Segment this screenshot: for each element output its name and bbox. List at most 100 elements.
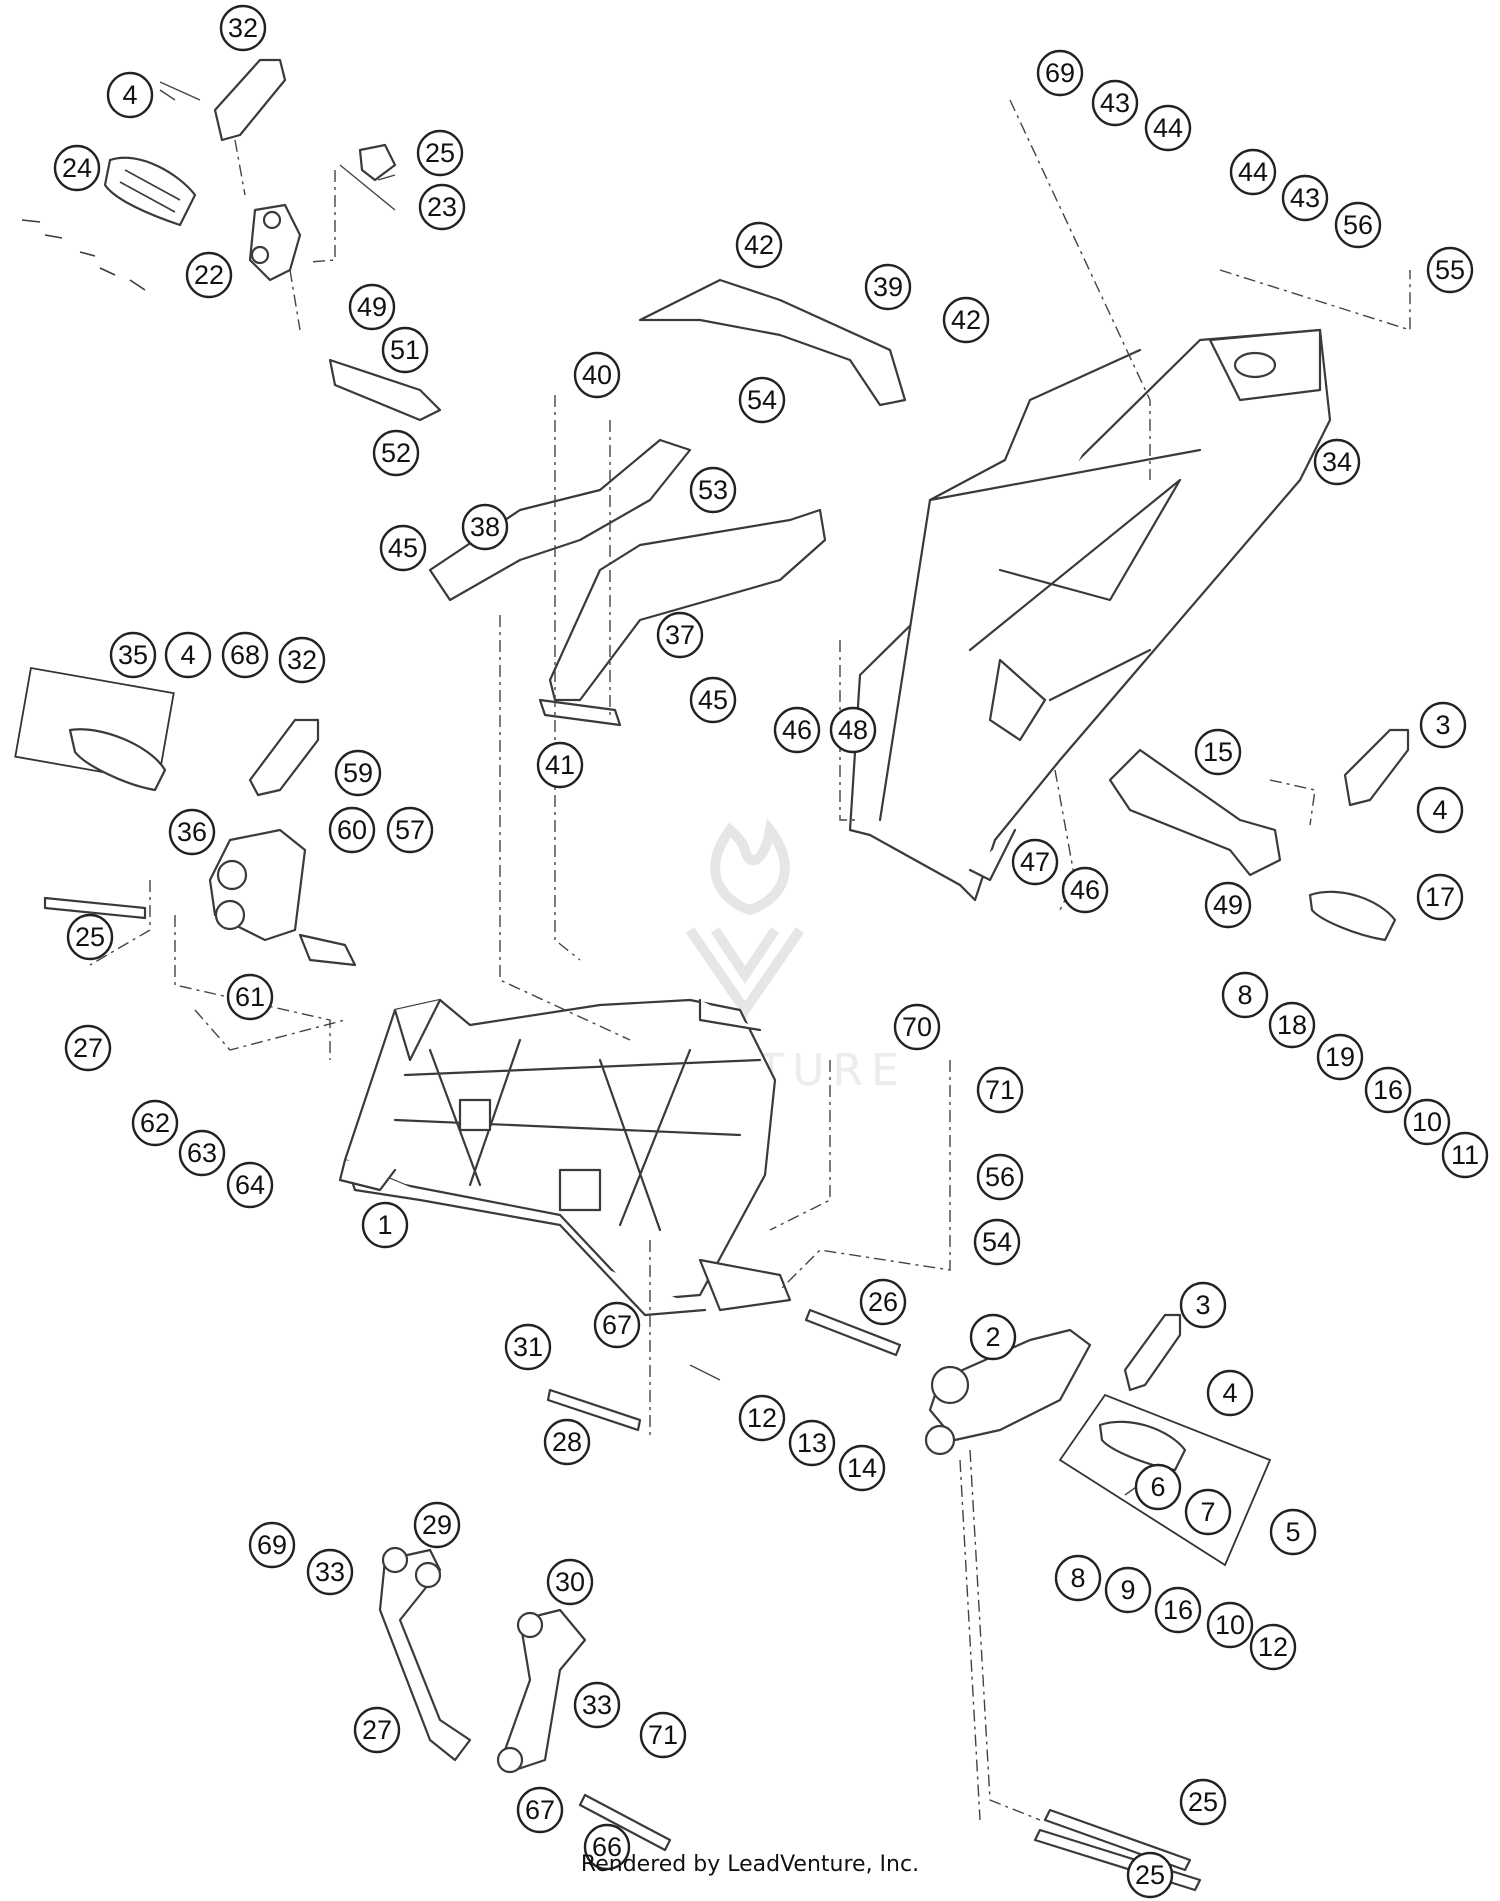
callout: 61	[226, 973, 274, 1021]
callout: 35	[109, 631, 157, 679]
svg-text:43: 43	[1100, 88, 1130, 118]
svg-text:64: 64	[235, 1170, 265, 1200]
callout: 64	[226, 1161, 274, 1209]
callout: 34	[1313, 438, 1361, 486]
svg-text:51: 51	[390, 335, 420, 365]
svg-text:49: 49	[357, 292, 387, 322]
svg-text:46: 46	[1070, 875, 1100, 905]
callout: 52	[372, 429, 420, 477]
svg-text:1: 1	[377, 1210, 392, 1240]
svg-text:67: 67	[525, 1795, 555, 1825]
callout: 54	[973, 1218, 1021, 1266]
callout: 46	[1061, 866, 1109, 914]
svg-text:67: 67	[602, 1310, 632, 1340]
svg-text:60: 60	[337, 815, 367, 845]
callout: 45	[379, 524, 427, 572]
callout: 49	[1204, 881, 1252, 929]
svg-text:29: 29	[422, 1510, 452, 1540]
svg-text:45: 45	[698, 685, 728, 715]
callout: 43	[1281, 174, 1329, 222]
svg-text:3: 3	[1195, 1290, 1210, 1320]
svg-text:59: 59	[343, 758, 373, 788]
callout: 54	[738, 376, 786, 424]
callout: 67	[516, 1786, 564, 1834]
callout: 3	[1179, 1281, 1227, 1329]
callout: 26	[859, 1278, 907, 1326]
callout: 8	[1221, 971, 1269, 1019]
svg-text:49: 49	[1213, 890, 1243, 920]
svg-text:4: 4	[1222, 1378, 1237, 1408]
callout: 33	[306, 1548, 354, 1596]
svg-text:36: 36	[177, 817, 207, 847]
svg-text:47: 47	[1020, 847, 1050, 877]
svg-text:5: 5	[1285, 1517, 1300, 1547]
callout: 71	[639, 1711, 687, 1759]
svg-text:70: 70	[902, 1012, 932, 1042]
svg-text:44: 44	[1153, 113, 1183, 143]
front-right-footpeg-assembly	[924, 1313, 1272, 1567]
callout: 44	[1144, 104, 1192, 152]
callout: 44	[1229, 148, 1277, 196]
callout: 1	[361, 1201, 409, 1249]
svg-text:41: 41	[545, 750, 575, 780]
callout: 60	[328, 806, 376, 854]
svg-text:12: 12	[747, 1403, 777, 1433]
callout: 46	[773, 706, 821, 754]
callout: 27	[353, 1706, 401, 1754]
svg-text:11: 11	[1451, 1140, 1479, 1170]
svg-text:25: 25	[75, 922, 105, 952]
svg-text:44: 44	[1238, 157, 1268, 187]
callout: 16	[1154, 1586, 1202, 1634]
svg-text:56: 56	[1343, 210, 1373, 240]
callout: 42	[735, 221, 783, 269]
svg-text:48: 48	[838, 715, 868, 745]
credit-text: Rendered by LeadVenture, Inc.	[580, 1852, 920, 1877]
callout: 62	[131, 1099, 179, 1147]
svg-text:55: 55	[1435, 255, 1465, 285]
callout: 69	[1036, 49, 1084, 97]
callout: 24	[53, 144, 101, 192]
callout: 32	[219, 4, 267, 52]
callout: 32	[278, 636, 326, 684]
callout: 4	[106, 71, 154, 119]
callout: 56	[1334, 201, 1382, 249]
svg-text:25: 25	[1135, 1860, 1165, 1890]
callout: 14	[838, 1444, 886, 1492]
svg-text:17: 17	[1425, 882, 1455, 912]
callout: 42	[942, 296, 990, 344]
svg-text:25: 25	[1188, 1787, 1218, 1817]
svg-text:54: 54	[982, 1227, 1012, 1257]
callout: 16	[1364, 1066, 1412, 1114]
callout: 25	[416, 129, 464, 177]
callout: 10	[1206, 1601, 1254, 1649]
svg-text:26: 26	[868, 1287, 898, 1317]
callout: 49	[348, 283, 396, 331]
callout: 12	[738, 1394, 786, 1442]
callout: 5	[1269, 1508, 1317, 1556]
svg-text:16: 16	[1373, 1075, 1403, 1105]
callout: 51	[381, 326, 429, 374]
svg-text:6: 6	[1150, 1472, 1165, 1502]
svg-text:25: 25	[425, 138, 455, 168]
callout: 17	[1416, 873, 1464, 921]
callout: 33	[573, 1681, 621, 1729]
svg-text:3: 3	[1435, 710, 1450, 740]
callout: 70	[893, 1003, 941, 1051]
callout: 40	[573, 351, 621, 399]
svg-text:10: 10	[1412, 1107, 1442, 1137]
svg-text:4: 4	[180, 640, 195, 670]
svg-text:33: 33	[582, 1690, 612, 1720]
svg-text:31: 31	[513, 1332, 543, 1362]
callout: 43	[1091, 79, 1139, 127]
svg-text:32: 32	[287, 645, 317, 675]
rear-left-footpeg-assembly	[21, 58, 442, 422]
svg-text:2: 2	[985, 1322, 1000, 1352]
callout: 67	[593, 1301, 641, 1349]
svg-text:52: 52	[381, 438, 411, 468]
svg-text:69: 69	[257, 1530, 287, 1560]
callout: 63	[178, 1129, 226, 1177]
svg-text:27: 27	[362, 1715, 392, 1745]
svg-text:34: 34	[1322, 447, 1352, 477]
svg-text:30: 30	[555, 1567, 585, 1597]
callout: 25	[1126, 1851, 1174, 1899]
